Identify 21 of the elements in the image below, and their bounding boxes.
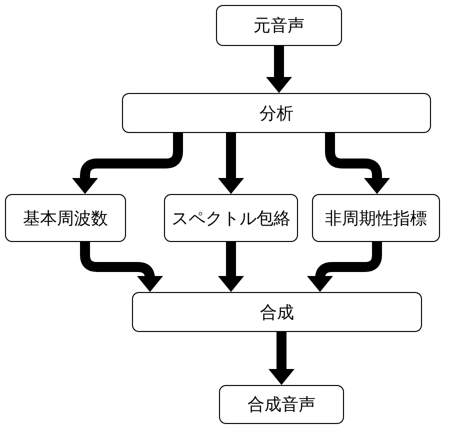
process-box [164, 194, 298, 242]
arrow [307, 242, 382, 292]
arrow [266, 46, 292, 93]
arrow [218, 133, 244, 194]
node-label: 合成 [260, 302, 294, 324]
process-box [132, 292, 422, 332]
process-box [122, 93, 431, 133]
process-box [5, 194, 126, 242]
arrow [268, 332, 294, 385]
arrow [325, 133, 390, 194]
arrow [218, 242, 244, 292]
node-label: 元音声 [254, 15, 304, 37]
process-box [312, 194, 440, 242]
process-box [216, 5, 342, 46]
node-label: スペクトル包絡 [172, 208, 290, 230]
node-label: 合成音声 [248, 394, 316, 416]
node-label: 基本周波数 [23, 208, 108, 230]
arrow [80, 242, 163, 292]
process-box [219, 385, 344, 424]
node-label: 分析 [260, 102, 294, 124]
node-label: 非周期性指標 [325, 208, 427, 230]
